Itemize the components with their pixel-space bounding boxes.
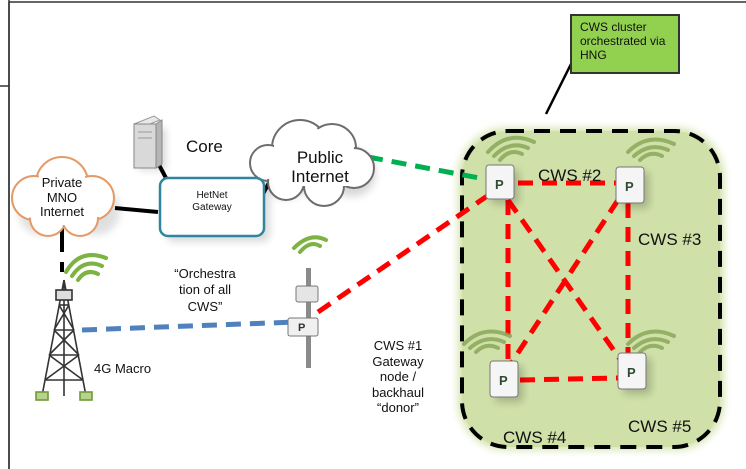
hetnet-gateway-label: HetNet Gateway <box>160 190 264 214</box>
public-internet-line-1: Public <box>296 148 344 167</box>
private-mno-line-1: Private <box>41 175 83 190</box>
cws-devices: P P P P <box>485 164 651 402</box>
public-internet-label: Public Internet <box>270 148 370 186</box>
cws5-label: CWS #5 <box>628 417 692 436</box>
svg-text:P: P <box>625 179 634 194</box>
wifi-signal-cws2 <box>486 135 536 162</box>
public-internet-line-2: Internet <box>291 167 349 187</box>
callout-line-3: HNG <box>580 48 607 63</box>
private-mno-line-3: Internet <box>39 204 85 220</box>
macro-tower-icon <box>35 279 93 401</box>
svg-text:P: P <box>298 322 305 334</box>
cws1-line-2: Gateway <box>372 353 424 369</box>
wifi-signal-macro <box>64 253 108 282</box>
cws2-device-icon: P <box>485 164 519 204</box>
private-mno-line-2: MNO <box>46 189 78 205</box>
mesh-links <box>316 180 631 383</box>
private-mno-label: Private MNO Internet <box>22 175 102 220</box>
wifi-signal-cws1 <box>292 235 328 254</box>
orchestration-label: “Orchestra tion of all CWS” <box>162 266 248 315</box>
cws1-line-1: CWS #1 <box>373 338 423 353</box>
hetnet-gateway-line-1: HetNet <box>196 190 228 201</box>
cws1-pole-icon: P <box>287 268 319 368</box>
backhaul-link <box>367 154 491 183</box>
public-internet-cloud <box>249 119 376 207</box>
macro-label: 4G Macro <box>94 361 152 376</box>
svg-text:P: P <box>495 177 504 192</box>
cws-cluster-area <box>458 128 724 450</box>
macro-link <box>81 319 297 333</box>
orchestration-line-1: “Orchestra <box>174 266 236 281</box>
orchestration-line-2: tion of all <box>178 282 232 298</box>
server-icon <box>132 115 166 170</box>
wifi-signal-cws4 <box>462 329 512 354</box>
core-label: Core <box>186 137 223 156</box>
callout-line-2: orchestrated via <box>580 34 666 49</box>
wifi-signal-icons <box>64 135 676 354</box>
cws3-device-icon: P <box>615 166 649 208</box>
cws4-label: CWS #4 <box>503 428 567 447</box>
callout-line-1: CWS cluster <box>580 20 647 34</box>
wifi-signal-cws3 <box>626 137 676 162</box>
cws1-label: CWS #1 Gateway node / backhaul “donor” <box>366 338 430 416</box>
cws1-line-3: node / <box>379 369 417 385</box>
hetnet-gateway-line-2: Gateway <box>192 202 232 213</box>
orchestration-line-3: CWS” <box>187 298 223 314</box>
cws4-device-icon: P <box>489 360 523 402</box>
hetnet-gateway-box <box>158 176 270 242</box>
cws5-device-icon: P <box>617 352 651 394</box>
wifi-signal-cws5 <box>626 329 676 354</box>
cws3-label: CWS #3 <box>638 230 702 249</box>
cws2-label: CWS #2 <box>538 166 602 185</box>
svg-text:P: P <box>499 373 508 388</box>
cws1-line-4: backhaul <box>371 384 425 400</box>
private-mno-cloud <box>11 156 120 237</box>
callout-pointer <box>544 61 574 115</box>
svg-text:P: P <box>627 365 636 380</box>
cws1-line-5: “donor” <box>377 400 419 416</box>
cluster-callout: CWS cluster orchestrated via HNG <box>570 14 680 74</box>
